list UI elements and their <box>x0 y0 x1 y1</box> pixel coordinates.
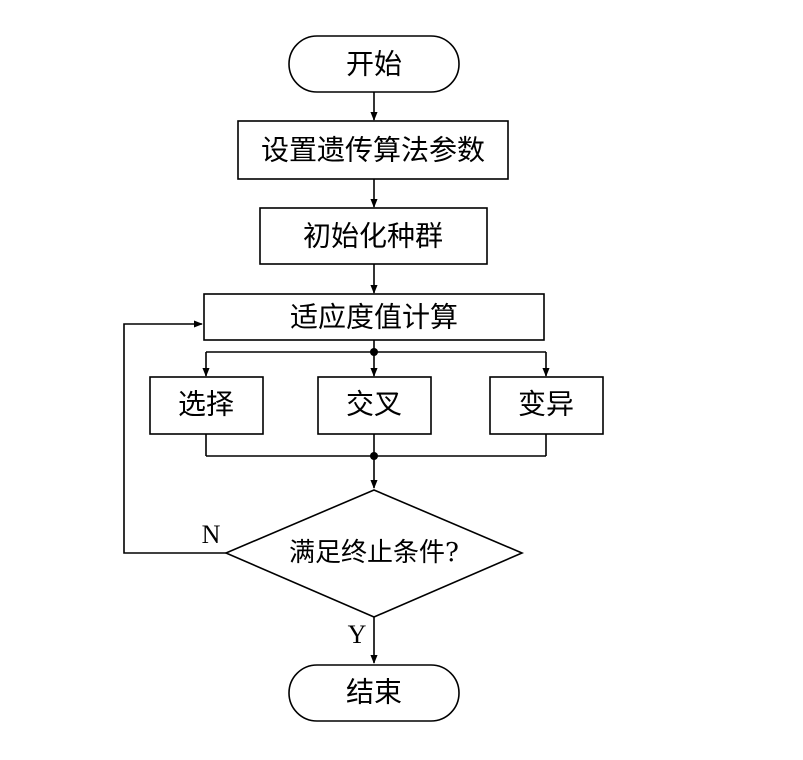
loop-back-line <box>123 320 226 554</box>
set-parameters-box <box>237 120 509 180</box>
selection-label: 选择 <box>178 388 234 421</box>
no-label: N <box>202 520 221 549</box>
start-label: 开始 <box>346 48 402 81</box>
init-population-label: 初始化种群 <box>303 220 443 253</box>
end-label: 结束 <box>346 676 402 709</box>
fitness-label: 适应度值计算 <box>290 301 458 334</box>
fitness-box <box>203 293 545 341</box>
crossover-label: 交叉 <box>346 388 402 421</box>
crossover-box <box>317 376 432 435</box>
yes-label: Y <box>348 620 367 649</box>
end-terminator <box>288 664 460 722</box>
selection-box <box>149 376 264 435</box>
termination-condition-label: 满足终止条件? <box>289 538 459 568</box>
mutation-label: 变异 <box>518 388 574 421</box>
set-parameters-label: 设置遗传算法参数 <box>261 134 485 167</box>
mutation-box <box>489 376 604 435</box>
